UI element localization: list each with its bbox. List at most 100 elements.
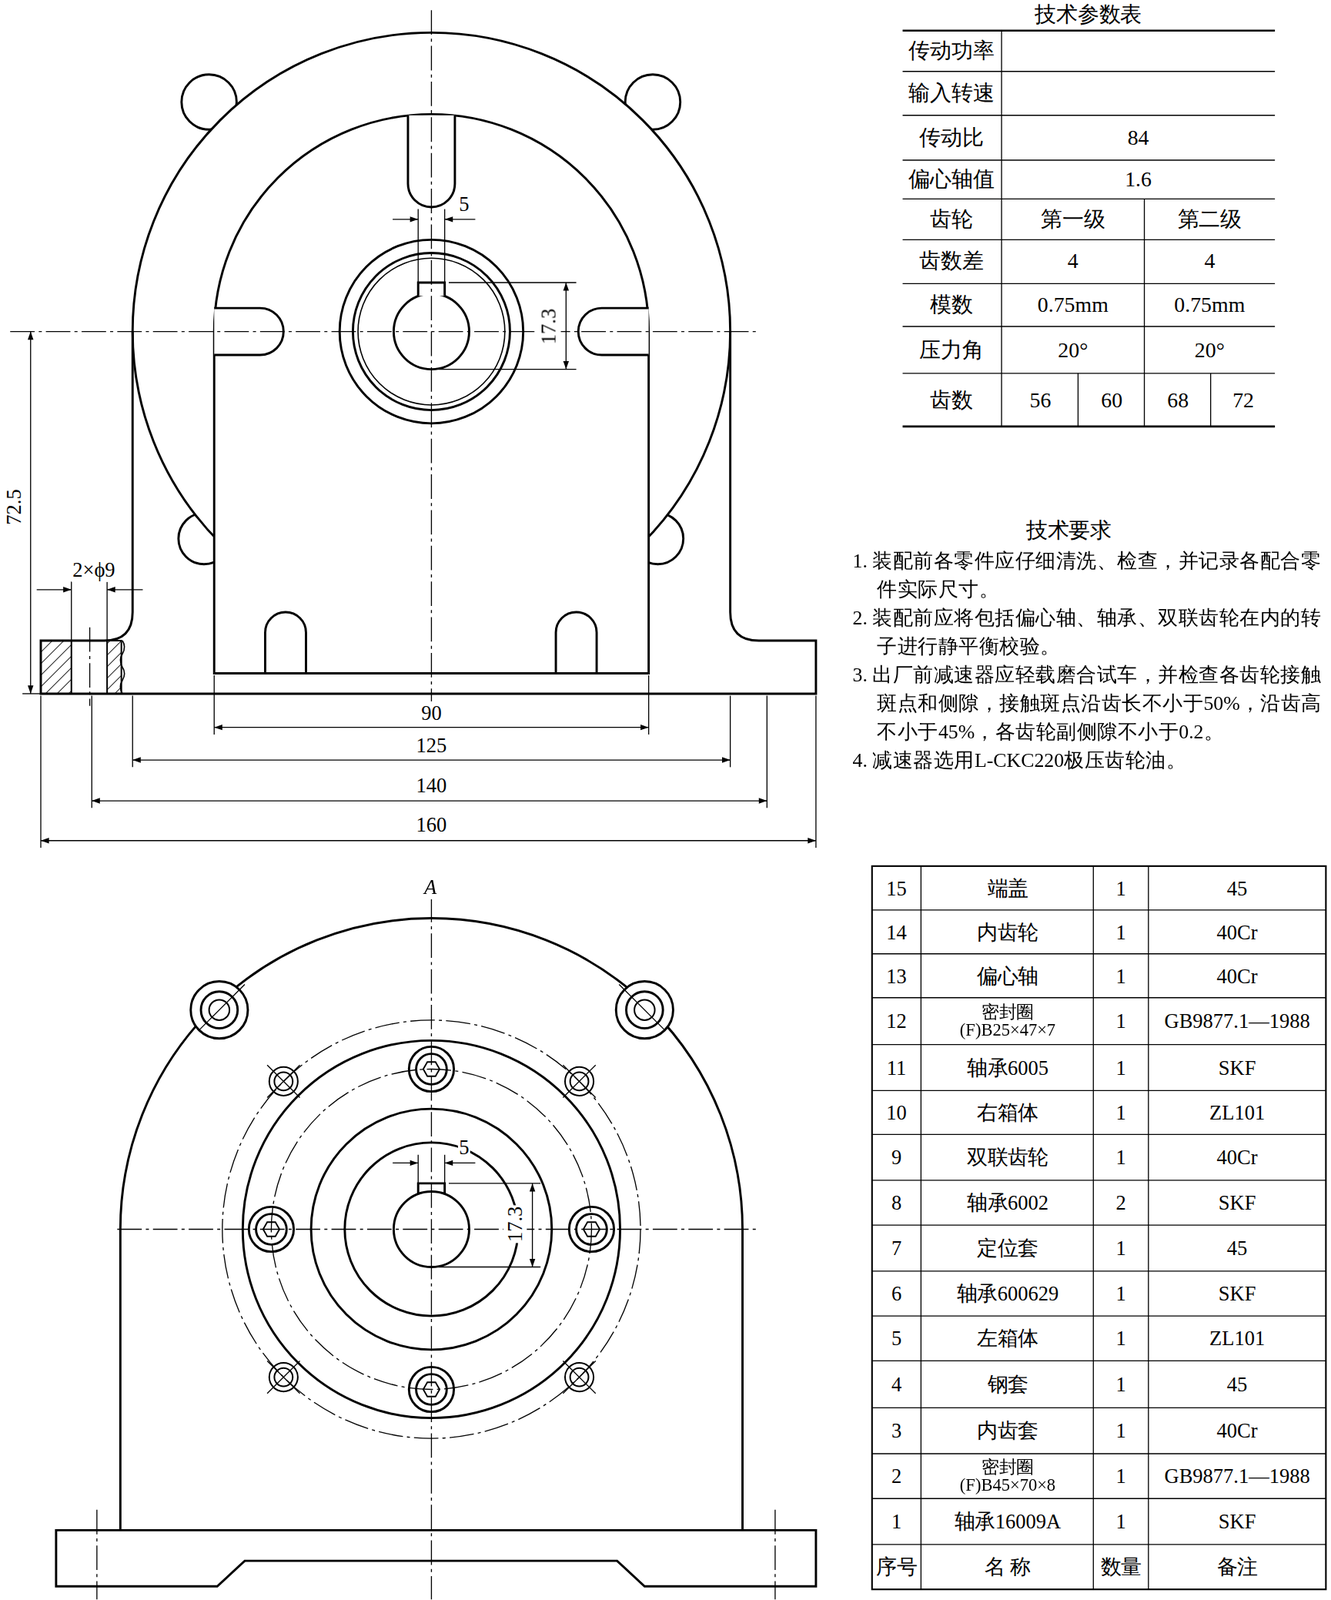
dimension-line <box>36 588 72 590</box>
table-cell: 第二级 <box>1176 207 1243 232</box>
extension-line <box>70 581 72 641</box>
cross-mark <box>267 1064 300 1097</box>
pitch-circle <box>270 1068 592 1389</box>
parts-list-cell: 密封圈 (F)B25×47×7 <box>940 1003 1076 1039</box>
requirements-block: 1. 装配前各零件应仔细清洗、检查，并记录各配合零件实际尺寸。2. 装配前应将包… <box>852 546 1331 776</box>
parts-list-cell: 钢套 <box>986 1372 1030 1396</box>
centerlines <box>96 897 776 1600</box>
centerline <box>117 1228 760 1230</box>
parts-list-cell: 轴承6002 <box>966 1190 1051 1214</box>
dimension-line <box>214 726 649 728</box>
parts-list-cell: 10 <box>885 1100 908 1124</box>
table-rule <box>902 239 1276 241</box>
extension-line <box>438 1266 541 1268</box>
parts-list-cell: 1 <box>1114 1509 1128 1533</box>
view-a <box>56 918 816 1587</box>
lug-boss <box>190 981 248 1039</box>
requirement-note: 1. 装配前各零件应仔细清洗、检查，并记录各配合零件实际尺寸。 <box>852 546 1331 604</box>
table-cell: 第一级 <box>1040 207 1107 232</box>
table-rule <box>902 70 1276 72</box>
lug <box>615 981 673 1039</box>
table-rule <box>902 198 1276 200</box>
table-cell: 齿数差 <box>918 248 985 274</box>
centerline <box>431 897 432 1600</box>
parts-list-cell: 1 <box>1114 919 1128 944</box>
parts-list-cell: 40Cr <box>1215 963 1259 987</box>
view-label: A <box>423 875 439 899</box>
dimension-text: 72.5 <box>2 488 26 526</box>
parts-list-cell: 13 <box>885 963 908 987</box>
parts-list-cell: 1 <box>1114 1145 1128 1169</box>
parts-list-cell: 45 <box>1226 1236 1249 1260</box>
extension-line <box>729 695 731 768</box>
parts-list-cell: 轴承16009A <box>953 1509 1062 1533</box>
parts-list-cell: 11 <box>885 1055 907 1079</box>
parts-list-cell: 1 <box>1114 1236 1128 1260</box>
parts-list-cell: 内齿轮 <box>976 919 1040 944</box>
base <box>56 1529 816 1586</box>
lug-boss <box>615 981 673 1039</box>
table-header: 备注 <box>1215 1555 1259 1579</box>
extension-line <box>91 695 93 809</box>
parts-list-cell: 轴承6005 <box>966 1055 1051 1079</box>
table-cell: 4 <box>1203 248 1217 274</box>
requirement-note: 3. 出厂前减速器应轻载磨合试车，并检查各齿轮接触斑点和侧隙，接触斑点沿齿长不小… <box>852 661 1331 747</box>
extension-line <box>448 281 577 283</box>
extension-line <box>214 675 215 735</box>
break-line <box>120 640 124 694</box>
parts-list-cell: 14 <box>885 919 908 944</box>
requirement-note: 4. 减速器选用L-CKC220极压齿轮油。 <box>852 746 1331 776</box>
centerline <box>89 627 91 706</box>
table-cell: 模数 <box>929 292 974 318</box>
centerlines <box>10 10 760 706</box>
parts-list-cell: 密封圈 (F)B45×70×8 <box>940 1458 1076 1494</box>
extension-line <box>766 695 768 809</box>
parts-list-cell: SKF <box>1217 1190 1257 1214</box>
extension-line <box>22 692 41 694</box>
table-rule <box>902 114 1276 116</box>
parts-list-cell: 偏心轴 <box>976 963 1040 987</box>
extension-line <box>444 1154 445 1184</box>
extension-line <box>815 695 816 848</box>
view-a-dimensions <box>392 1154 541 1268</box>
parameter-table <box>902 30 1276 427</box>
table-cell: 齿数 <box>929 387 974 412</box>
table-rule <box>902 424 1276 428</box>
dimension-text: 140 <box>414 773 448 797</box>
parts-list-cell: 1 <box>1114 1055 1128 1079</box>
dimension-line <box>91 799 767 801</box>
dimension-text: 5 <box>458 192 471 216</box>
dimension-line <box>392 218 419 220</box>
dimension-line <box>40 839 816 841</box>
parts-list-cell: ZL101 <box>1208 1100 1267 1124</box>
parts-list-cell: 左箱体 <box>976 1326 1040 1350</box>
dimension-text: 160 <box>414 813 448 837</box>
table-border <box>872 866 1327 1589</box>
table-cell: 齿轮 <box>929 207 974 232</box>
table-rule <box>1077 373 1079 427</box>
pitch-circle <box>222 1019 641 1439</box>
table-rule <box>902 372 1276 374</box>
parts-list-cell: 7 <box>890 1236 903 1260</box>
dimension-line <box>392 1162 419 1164</box>
table-cell: 0.75mm <box>1036 292 1110 318</box>
parts-list-cell: 8 <box>890 1190 903 1214</box>
table-cell: 输入转速 <box>907 80 996 106</box>
extension-line <box>40 695 41 848</box>
parts-list-cell: SKF <box>1217 1055 1257 1079</box>
extension-line <box>448 1182 541 1184</box>
table-rule <box>1000 30 1002 427</box>
requirement-note: 2. 装配前应将包括偏心轴、轴承、双联齿轮在内的转子进行静平衡校验。 <box>852 603 1331 661</box>
centerline <box>431 10 432 704</box>
extension-line <box>106 581 108 641</box>
parts-list-cell: 40Cr <box>1215 1418 1259 1442</box>
table-rule <box>1093 866 1094 1589</box>
table-cell: 偏心轴值 <box>907 167 996 192</box>
table-rule <box>1143 198 1145 426</box>
parts-list-cell: 12 <box>885 1009 908 1033</box>
centerline <box>96 1509 97 1600</box>
table-rule <box>1147 866 1149 1589</box>
table-rule <box>872 909 1327 1545</box>
